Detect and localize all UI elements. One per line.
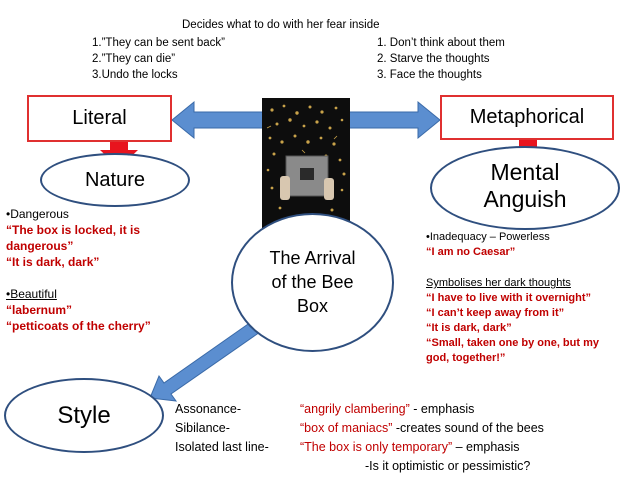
beautiful-quote: “petticoats of the cherry” (6, 319, 151, 333)
mental-anguish-ellipse: Mental Anguish (430, 146, 620, 230)
center-label-line1: The Arrival (269, 248, 356, 268)
metaphorical-option: 3. Face the thoughts (377, 69, 482, 81)
literal-label: Literal (72, 107, 127, 129)
style-effect: - emphasis (409, 402, 475, 416)
symbolises-quote: “Small, taken one by one, but my (426, 337, 599, 349)
style-example: “box of maniacs” -creates sound of the b… (300, 419, 544, 438)
style-ellipse: Style (4, 378, 164, 453)
literal-options-list: 1.”They can be sent back” 2.”They can di… (92, 35, 225, 83)
style-quote: “The box is only temporary” (300, 440, 453, 454)
technique-label: Isolated last line- (175, 440, 269, 454)
style-effect: -creates sound of the bees (392, 421, 544, 435)
nature-notes: •Dangerous “The box is locked, it is dan… (6, 206, 151, 334)
center-label-line2: of the Bee (271, 272, 354, 292)
dangerous-heading: •Dangerous (6, 207, 69, 221)
literal-option: 2.”They can die” (92, 53, 176, 65)
center-to-style-arrow (149, 321, 261, 402)
technique-label: Sibilance- (175, 421, 230, 435)
metaphorical-option: 1. Don’t think about them (377, 37, 505, 49)
style-example: “angrily clambering” - emphasis (300, 400, 544, 419)
style-label: Style (57, 402, 111, 429)
symbolises-quote: “I have to live with it overnight” (426, 292, 592, 304)
literal-box: Literal (27, 95, 172, 142)
bee-box-image (262, 98, 350, 228)
beautiful-heading: •Beautiful (6, 287, 57, 301)
style-effect: – emphasis (452, 440, 520, 454)
dangerous-quote: dangerous” (6, 239, 74, 253)
beautiful-quote: “labernum” (6, 303, 73, 317)
technique-label: Assonance- (175, 402, 242, 416)
mental-label-line2: Anguish (483, 186, 567, 212)
symbolises-quote: “I can’t keep away from it” (426, 307, 565, 319)
dangerous-quote: “It is dark, dark” (6, 255, 100, 269)
symbolises-heading: Symbolises her dark thoughts (426, 277, 571, 289)
bee-box-illustration (266, 104, 346, 212)
style-example: “The box is only temporary” – emphasis (300, 438, 544, 457)
style-quote: “angrily clambering” (300, 402, 410, 416)
literal-option: 3.Undo the locks (92, 69, 178, 81)
inadequacy-heading: •Inadequacy – Powerless (426, 231, 550, 243)
center-ellipse: The Arrival of the Bee Box (231, 213, 394, 352)
nature-ellipse: Nature (40, 153, 190, 207)
center-label: The Arrival of the Bee Box (233, 215, 392, 318)
metaphorical-box: Metaphorical (440, 95, 614, 140)
symbolises-quote: god, together!” (426, 352, 506, 364)
center-label-line3: Box (296, 296, 329, 316)
metaphorical-label: Metaphorical (469, 106, 585, 128)
mental-notes: •Inadequacy – Powerless “I am no Caesar”… (426, 230, 599, 366)
mental-anguish-label: Mental Anguish (432, 148, 618, 213)
symbolises-quote: “It is dark, dark” (426, 322, 512, 334)
metaphorical-option: 2. Starve the thoughts (377, 53, 490, 65)
style-examples: “angrily clambering” - emphasis “box of … (300, 400, 544, 476)
inadequacy-quote: “I am no Caesar” (426, 246, 516, 258)
style-quote: “box of maniacs” (300, 421, 393, 435)
metaphorical-options-list: 1. Don’t think about them 2. Starve the … (377, 35, 505, 83)
style-techniques: Assonance- Sibilance- Isolated last line… (175, 400, 269, 457)
mental-label-line1: Mental (490, 159, 560, 185)
nature-label: Nature (84, 169, 146, 191)
header-title: Decides what to do with her fear inside (182, 19, 380, 31)
style-question: -Is it optimistic or pessimistic? (365, 459, 531, 473)
literal-option: 1.”They can be sent back” (92, 37, 225, 49)
dangerous-quote: “The box is locked, it is (6, 223, 141, 237)
